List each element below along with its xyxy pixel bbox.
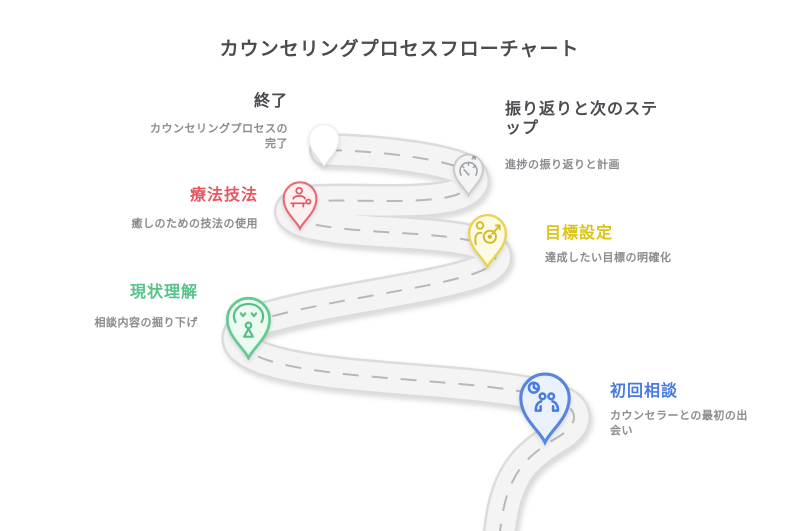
label-initial-consultation: 初回相談 カウンセラーとの最初の出会い bbox=[610, 383, 755, 439]
milestone-description: カウンセラーとの最初の出会い bbox=[610, 409, 748, 437]
milestone-heading: 療法技法 bbox=[189, 187, 258, 204]
gauge-icon bbox=[459, 156, 478, 176]
label-reflection-next-steps: 振り返りと次のステップ 進捗の振り返りと計画 bbox=[505, 101, 663, 173]
label-end: 終了 カウンセリングプロセスの完了 bbox=[128, 93, 288, 152]
label-therapy-technique: 療法技法 癒しのための技法の使用 bbox=[98, 187, 258, 232]
massage-icon bbox=[290, 186, 312, 208]
milestone-description: カウンセリングプロセスの完了 bbox=[150, 122, 288, 150]
page-title: カウンセリングプロセスフローチャート bbox=[219, 39, 580, 60]
pin-reflection-next-steps bbox=[450, 152, 487, 197]
milestone-description: 進捗の振り返りと計画 bbox=[505, 158, 620, 171]
milestone-heading: 初回相談 bbox=[610, 383, 679, 400]
person-target-icon bbox=[474, 221, 501, 246]
pin-therapy-technique bbox=[279, 179, 321, 231]
pin-current-understanding bbox=[221, 295, 276, 360]
milestone-description: 相談内容の掘り下げ bbox=[94, 316, 198, 329]
label-goal-setting: 目標設定 達成したい目標の明確化 bbox=[545, 225, 715, 266]
end-balloon bbox=[308, 123, 340, 168]
pin-goal-setting bbox=[464, 212, 511, 269]
milestone-heading: 終了 bbox=[253, 93, 288, 110]
milestone-heading: 振り返りと次のステップ bbox=[505, 101, 659, 137]
milestone-description: 達成したい目標の明確化 bbox=[545, 251, 672, 264]
pin-initial-consultation bbox=[514, 369, 576, 446]
label-current-understanding: 現状理解 相談内容の掘り下げ bbox=[38, 284, 198, 331]
mind-tree-icon bbox=[232, 302, 265, 338]
pin-end-balloon bbox=[305, 121, 343, 169]
milestone-heading: 現状理解 bbox=[129, 284, 198, 301]
meeting-icon bbox=[527, 381, 560, 412]
milestone-description: 癒しのための技法の使用 bbox=[131, 217, 258, 230]
milestone-heading: 目標設定 bbox=[545, 225, 614, 242]
